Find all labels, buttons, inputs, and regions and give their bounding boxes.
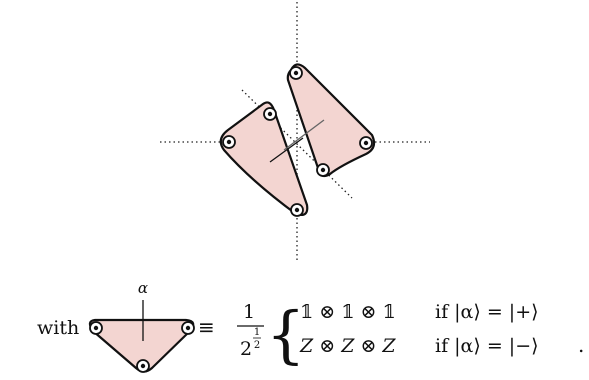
port-icon: [316, 163, 330, 177]
port-icon: [359, 136, 373, 150]
equiv-symbol: ≡: [198, 315, 215, 339]
port-icon: [263, 107, 277, 121]
port-icon: [136, 359, 150, 373]
fraction-exponent-numerator: 1: [254, 327, 260, 338]
with-label: with: [37, 317, 79, 339]
case-2-expression: Z ⊗ Z ⊗ Z: [299, 335, 396, 357]
phase-label-alpha: α: [138, 279, 148, 297]
small-triangle-tensor: [88, 300, 195, 373]
right-triangle-tensor: [283, 63, 376, 178]
case-2-condition: if |α⟩ = |−⟩: [435, 335, 539, 357]
dotted-axes: [160, 2, 430, 260]
diagonal-dotted-axis: [241, 89, 353, 199]
port-icon: [290, 203, 304, 217]
right-triangle-shape: [286, 63, 376, 178]
port-icon: [289, 66, 303, 80]
terminator-period: .: [578, 333, 584, 357]
fraction: 1 2 1 2: [237, 301, 264, 360]
left-triangle-shape: [219, 101, 309, 217]
fraction-exponent-denominator: 2: [254, 340, 260, 351]
fraction-denominator-base: 2: [240, 338, 252, 360]
left-brace: {: [266, 298, 305, 371]
port-icon: [222, 135, 236, 149]
port-icon: [89, 321, 103, 335]
case-1-condition: if |α⟩ = |+⟩: [435, 301, 539, 323]
right-triangle-leg: [283, 119, 325, 151]
case-1-expression: 𝟙 ⊗ 𝟙 ⊗ 𝟙: [300, 301, 396, 323]
port-icon: [181, 321, 195, 335]
fraction-numerator: 1: [243, 301, 255, 323]
left-triangle-leg: [269, 137, 304, 163]
left-triangle-tensor: [219, 101, 309, 217]
